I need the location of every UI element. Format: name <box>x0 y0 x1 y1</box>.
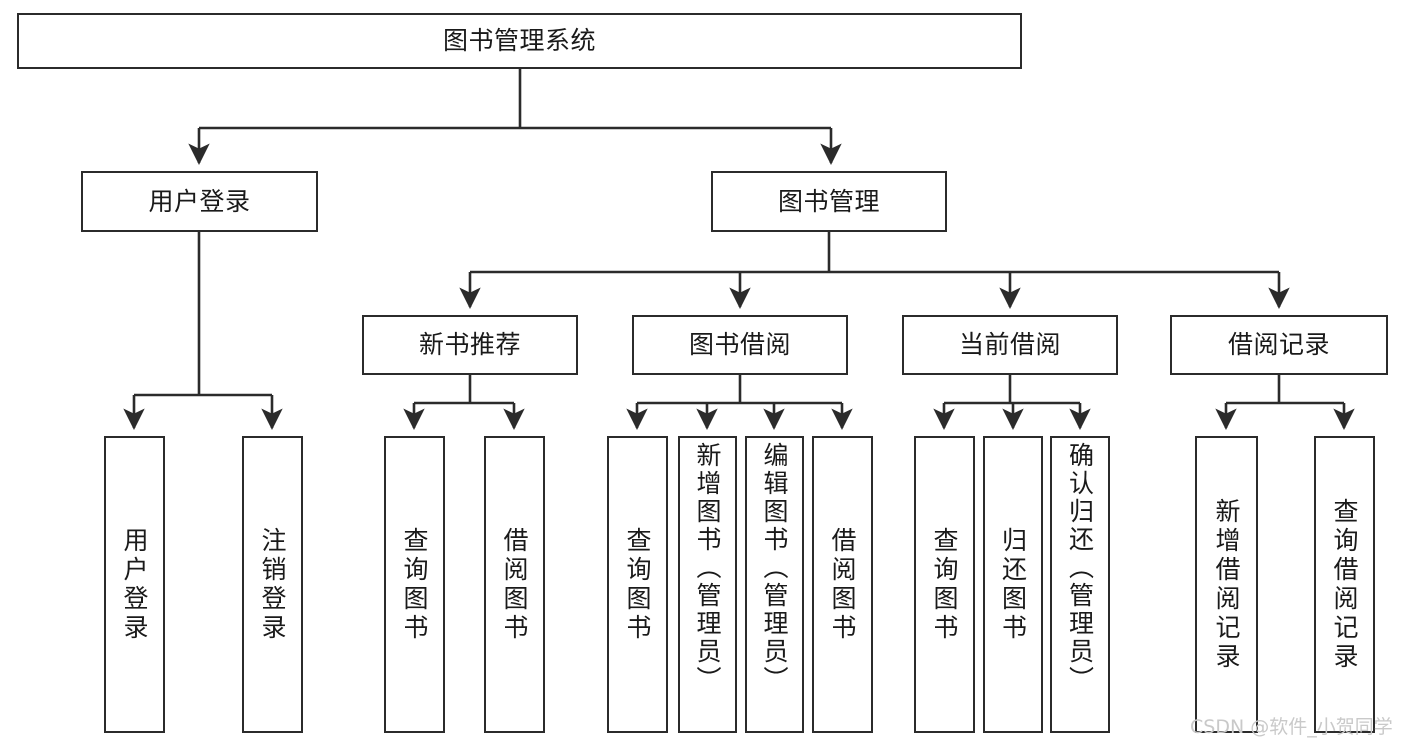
node-leaf-add-book-admin[interactable]: 新增图书（管理员） <box>678 436 737 733</box>
node-book-borrow-label: 图书借阅 <box>688 330 791 360</box>
node-leaf-edit-book-admin-label: 编辑图书（管理员） <box>760 442 789 694</box>
node-leaf-borrow-book-recommend-label: 借阅图书 <box>500 526 529 643</box>
node-leaf-add-borrow-record-label: 新增借阅记录 <box>1212 497 1241 672</box>
node-root-label: 图书管理系统 <box>442 26 596 56</box>
node-new-book-recommend[interactable]: 新书推荐 <box>362 315 578 375</box>
node-leaf-query-book-current[interactable]: 查询图书 <box>914 436 975 733</box>
node-leaf-edit-book-admin[interactable]: 编辑图书（管理员） <box>745 436 804 733</box>
node-leaf-query-book-recommend[interactable]: 查询图书 <box>384 436 445 733</box>
node-book-borrow[interactable]: 图书借阅 <box>632 315 848 375</box>
node-leaf-return-book-label: 归还图书 <box>998 526 1028 643</box>
node-leaf-user-login[interactable]: 用户登录 <box>104 436 165 733</box>
node-leaf-query-book-borrow-label: 查询图书 <box>623 526 652 643</box>
node-new-book-recommend-label: 新书推荐 <box>418 330 521 360</box>
node-book-management-label: 图书管理 <box>777 186 880 216</box>
node-current-borrow-label: 当前借阅 <box>958 330 1061 360</box>
node-user-login[interactable]: 用户登录 <box>81 171 318 232</box>
node-user-login-label: 用户登录 <box>148 186 251 216</box>
node-current-borrow[interactable]: 当前借阅 <box>902 315 1118 375</box>
node-borrow-record-label: 借阅记录 <box>1227 330 1330 360</box>
node-leaf-query-book-recommend-label: 查询图书 <box>400 526 429 643</box>
node-leaf-query-borrow-record[interactable]: 查询借阅记录 <box>1314 436 1375 733</box>
node-leaf-confirm-return-admin-label: 确认归还（管理员） <box>1065 442 1095 694</box>
node-book-management[interactable]: 图书管理 <box>711 171 947 232</box>
node-leaf-query-book-borrow[interactable]: 查询图书 <box>607 436 668 733</box>
watermark: CSDN @软件_小贺同学 <box>1190 716 1393 738</box>
node-borrow-record[interactable]: 借阅记录 <box>1170 315 1388 375</box>
node-leaf-user-logout[interactable]: 注销登录 <box>242 436 303 733</box>
node-leaf-query-borrow-record-label: 查询借阅记录 <box>1330 497 1359 672</box>
node-leaf-user-logout-label: 注销登录 <box>258 526 287 643</box>
node-leaf-return-book[interactable]: 归还图书 <box>983 436 1043 733</box>
node-leaf-confirm-return-admin[interactable]: 确认归还（管理员） <box>1050 436 1110 733</box>
node-leaf-add-book-admin-label: 新增图书（管理员） <box>693 442 722 694</box>
node-leaf-borrow-book-recommend[interactable]: 借阅图书 <box>484 436 545 733</box>
node-leaf-user-login-label: 用户登录 <box>120 526 149 643</box>
node-leaf-query-book-current-label: 查询图书 <box>930 526 959 643</box>
node-root[interactable]: 图书管理系统 <box>17 13 1022 69</box>
node-leaf-add-borrow-record[interactable]: 新增借阅记录 <box>1195 436 1258 733</box>
node-leaf-borrow-book-label: 借阅图书 <box>828 526 857 643</box>
node-leaf-borrow-book[interactable]: 借阅图书 <box>812 436 873 733</box>
